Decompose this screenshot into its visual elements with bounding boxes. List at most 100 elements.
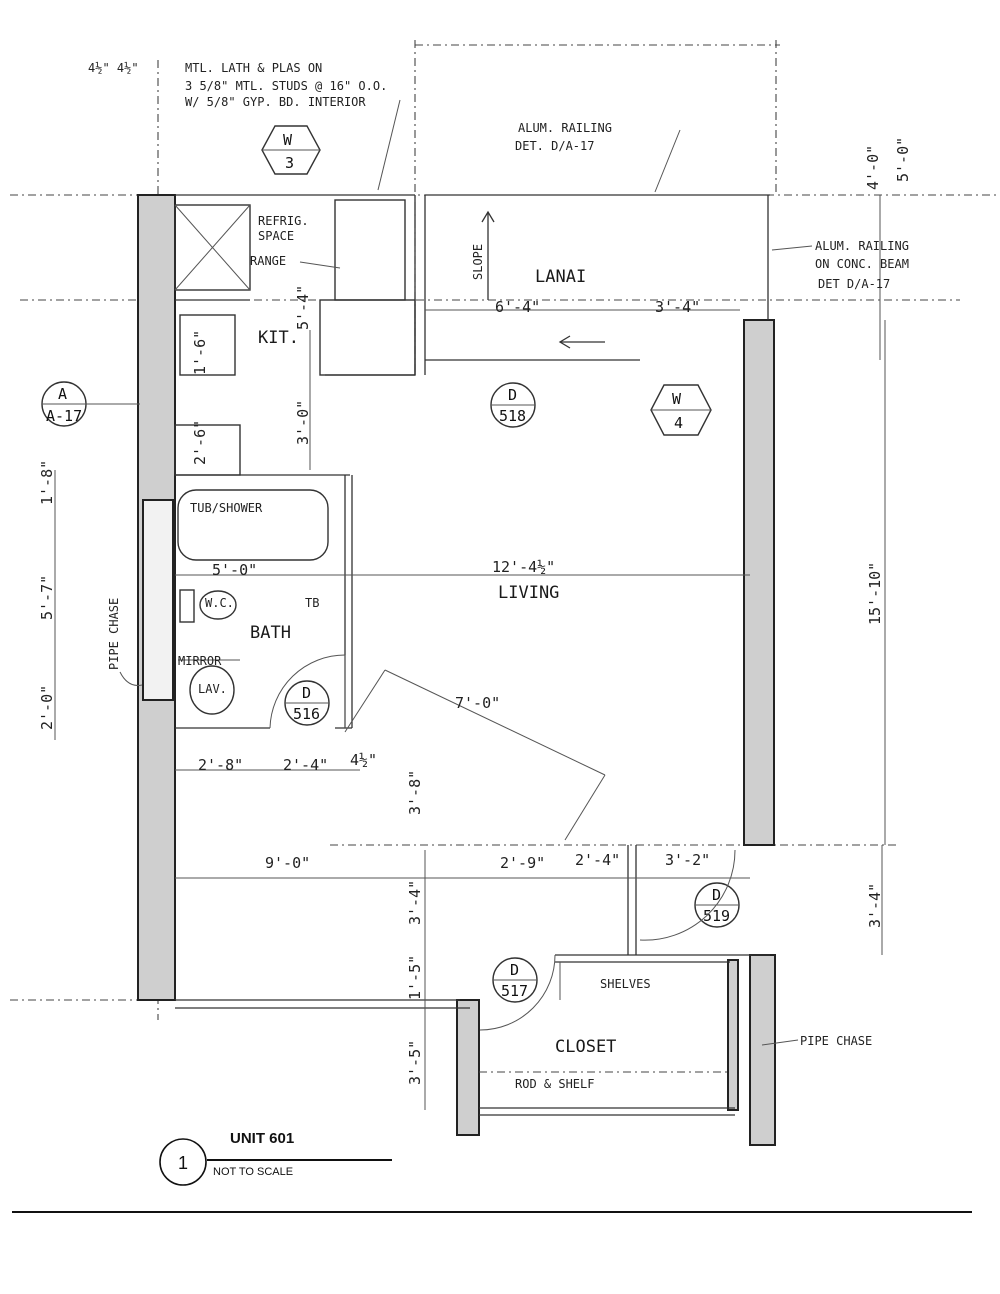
dim-top-right: 4'-0" bbox=[864, 145, 882, 190]
kitchen-fixtures bbox=[174, 199, 416, 476]
closet-right-wall bbox=[749, 954, 776, 1146]
pipe-chase-right-label: PIPE CHASE bbox=[800, 1034, 872, 1048]
svg-text:519: 519 bbox=[703, 907, 730, 925]
wall-note-line2: 3 5/8" MTL. STUDS @ 16" O.O. bbox=[185, 79, 387, 93]
dim-2-9: 2'-9" bbox=[500, 854, 545, 872]
lavatory bbox=[189, 665, 235, 715]
dimension-lines bbox=[54, 195, 886, 1110]
door-tag-519: D 519 bbox=[694, 882, 740, 928]
drawing-number: 1 bbox=[178, 1153, 188, 1173]
right-wall bbox=[743, 319, 775, 846]
dim-left-5-7: 5'-7" bbox=[38, 575, 56, 620]
svg-text:A: A bbox=[58, 385, 67, 403]
shelves-label: SHELVES bbox=[600, 977, 651, 991]
mirror-label: MIRROR bbox=[178, 654, 222, 668]
title-block: 1 UNIT 601 NOT TO SCALE bbox=[159, 1130, 392, 1186]
range bbox=[334, 199, 406, 301]
railing-note-right-line3: DET D/A-17 bbox=[818, 277, 890, 291]
railing-note-top-line2: DET. D/A-17 bbox=[515, 139, 594, 153]
tub bbox=[177, 489, 329, 561]
dim-2-4: 2'-4" bbox=[283, 756, 328, 774]
railing-note-right-line2: ON CONC. BEAM bbox=[815, 257, 909, 271]
tub-shower-label: TUB/SHOWER bbox=[190, 501, 263, 515]
drawing-number-circle bbox=[159, 1138, 207, 1186]
refrig-note-line2: SPACE bbox=[258, 229, 294, 243]
dim-4-5: 4½" bbox=[350, 751, 377, 769]
walls bbox=[137, 194, 776, 1146]
dim-2-4-closet: 2'-4" bbox=[575, 851, 620, 869]
svg-text:517: 517 bbox=[501, 982, 528, 1000]
door-tag-516: D 516 bbox=[284, 680, 330, 726]
dim-2-8: 2'-8" bbox=[198, 756, 243, 774]
dim-1-5: 1'-5" bbox=[406, 955, 424, 1000]
room-kitchen: KIT. bbox=[258, 328, 299, 348]
dim-kit-3-0: 3'-0" bbox=[294, 400, 312, 445]
door-tag-517: D 517 bbox=[492, 957, 538, 1003]
dim-kit-1-6: 1'-6" bbox=[191, 330, 209, 375]
lanai-fixtures bbox=[425, 210, 740, 349]
svg-text:D: D bbox=[510, 961, 519, 979]
dim-right-bottom: 3'-4" bbox=[866, 883, 884, 928]
svg-text:A-17: A-17 bbox=[46, 407, 82, 425]
railing-note-right-line1: ALUM. RAILING bbox=[815, 239, 909, 253]
svg-text:4: 4 bbox=[674, 414, 683, 432]
dim-3-2: 3'-2" bbox=[665, 851, 710, 869]
dim-right-main: 15'-10" bbox=[866, 562, 884, 625]
slope-note: SLOPE bbox=[471, 244, 485, 280]
toilet-tank bbox=[179, 589, 195, 623]
room-lanai: LANAI bbox=[535, 267, 586, 287]
svg-text:516: 516 bbox=[293, 705, 320, 723]
refrigerator bbox=[174, 204, 251, 291]
kitchen-sink bbox=[179, 314, 236, 376]
window-tag-w3: W 3 bbox=[261, 125, 321, 175]
tb-label: TB bbox=[305, 596, 319, 610]
closet-door-swing bbox=[479, 954, 556, 1031]
refrig-note-line1: REFRIG. bbox=[258, 214, 309, 228]
railing-note-top-line1: ALUM. RAILING bbox=[518, 121, 612, 135]
room-living: LIVING bbox=[498, 583, 559, 603]
dim-lanai-w2: 3'-4" bbox=[655, 298, 700, 316]
dim-bath-width: 5'-0" bbox=[212, 561, 257, 579]
dim-diagonal: 7'-0" bbox=[455, 694, 500, 712]
door-tag-518: D 518 bbox=[490, 382, 536, 428]
rod-shelf-label: ROD & SHELF bbox=[515, 1077, 594, 1091]
drawing-scale: NOT TO SCALE bbox=[213, 1166, 293, 1178]
bath-fixtures bbox=[177, 489, 346, 729]
closet-inner-wall bbox=[727, 959, 739, 1111]
dim-top-right-b: 5'-0" bbox=[894, 137, 912, 182]
dim-lanai-w1: 6'-4" bbox=[495, 298, 540, 316]
dim-left-2-0: 2'-0" bbox=[38, 685, 56, 730]
dim-living-width: 12'-4½" bbox=[492, 558, 555, 576]
water-heater bbox=[174, 424, 241, 476]
room-bath: BATH bbox=[250, 623, 291, 643]
svg-text:W: W bbox=[283, 131, 293, 149]
entry-door-swing bbox=[639, 849, 736, 941]
toilet bbox=[199, 590, 237, 620]
dim-kit-2-6: 2'-6" bbox=[191, 420, 209, 465]
pipe-chase-left bbox=[142, 499, 174, 701]
lav-label: LAV. bbox=[198, 682, 227, 696]
dim-3-5: 3'-5" bbox=[406, 1040, 424, 1085]
svg-text:D: D bbox=[508, 386, 517, 404]
svg-text:3: 3 bbox=[285, 154, 294, 172]
dim-3-4-closet: 3'-4" bbox=[406, 880, 424, 925]
section-tag-a: A A-17 bbox=[41, 381, 140, 427]
svg-text:W: W bbox=[672, 390, 682, 408]
dim-9-0: 9'-0" bbox=[265, 854, 310, 872]
pipe-chase-left-label: PIPE CHASE bbox=[107, 598, 121, 670]
counter bbox=[319, 299, 416, 376]
svg-text:D: D bbox=[302, 684, 311, 702]
wall-note-line1: MTL. LATH & PLAS ON bbox=[185, 61, 322, 75]
wc-label: W.C. bbox=[205, 596, 234, 610]
dim-mid-3-8: 3'-8" bbox=[406, 770, 424, 815]
svg-text:D: D bbox=[712, 886, 721, 904]
drawing-title: UNIT 601 bbox=[230, 1130, 294, 1147]
range-note: RANGE bbox=[250, 254, 286, 268]
dim-kit-5-4: 5'-4" bbox=[294, 285, 312, 330]
dim-left-1-8: 1'-8" bbox=[38, 460, 56, 505]
wall-dims-note: 4½" 4½" bbox=[88, 61, 139, 75]
bath-door-swing bbox=[269, 654, 346, 729]
room-closet: CLOSET bbox=[555, 1037, 616, 1057]
svg-text:518: 518 bbox=[499, 407, 526, 425]
